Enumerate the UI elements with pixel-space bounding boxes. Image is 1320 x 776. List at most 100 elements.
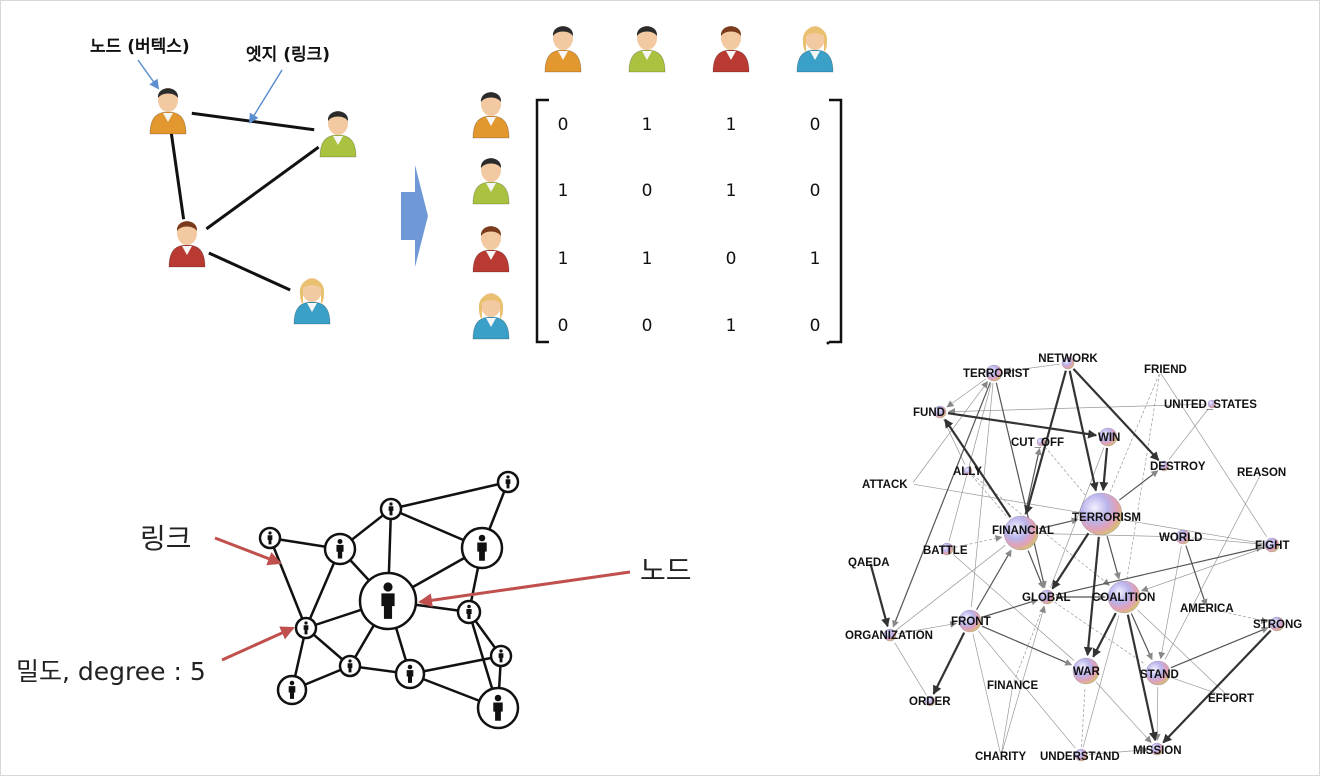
network-link: [409, 654, 502, 676]
word-label: DESTROY: [1150, 461, 1206, 473]
word-node: [1072, 657, 1100, 685]
word-label: ATTACK: [862, 479, 908, 491]
matrix-cell: 0: [558, 115, 569, 135]
word-edge: [972, 633, 1001, 754]
person-icon: [477, 534, 487, 561]
matrix-cell: 1: [558, 181, 569, 201]
word-node: [1269, 616, 1285, 632]
node-pointer-arrow: [137, 59, 160, 90]
word-label: EFFORT: [1208, 693, 1254, 705]
degree-label: 밀도, degree : 5: [16, 657, 206, 686]
word-edge: [1099, 447, 1109, 492]
matrix-cell: 1: [558, 249, 569, 269]
word-edge: [1001, 605, 1046, 755]
word-edge: [894, 642, 927, 696]
word-edge: [1109, 373, 1160, 492]
simple-graph-nodes: [149, 88, 357, 325]
word-node: [1150, 742, 1164, 756]
person-column-icon: [628, 26, 666, 73]
word-label: STRONG: [1253, 619, 1302, 631]
link-pointer-arrow: [214, 536, 282, 566]
word-edge: [1185, 545, 1208, 607]
person-row-icon: [472, 293, 510, 340]
word-edge: [943, 419, 966, 465]
person-icon: [347, 659, 353, 673]
word-label: FUND: [913, 407, 945, 419]
matrix-column-headers: [544, 26, 834, 73]
word-label: WAR: [1073, 666, 1101, 678]
matrix-right-bracket: [829, 98, 843, 344]
word-label: BATTLE: [923, 545, 968, 557]
word-edge: [1013, 606, 1044, 683]
word-node: [985, 364, 1003, 382]
link-label: 링크: [140, 522, 192, 555]
person-column-icon: [544, 26, 582, 73]
word-edge: [1160, 373, 1267, 537]
matrix-left-bracket: [535, 98, 549, 344]
network-node: [294, 616, 318, 640]
word-label: ORDER: [909, 696, 951, 708]
word-label: STAND: [1140, 669, 1179, 681]
word-edge: [1168, 408, 1209, 460]
word-edge: [948, 383, 992, 542]
word-edge: [971, 475, 1009, 519]
word-edge: [954, 535, 1003, 548]
word-node: [1003, 515, 1039, 551]
word-edge: [1054, 601, 1146, 665]
matrix-cell: 0: [810, 115, 821, 135]
word-node: [1098, 427, 1118, 447]
word-edge: [1039, 517, 1079, 530]
word-edge: [981, 625, 1073, 666]
matrix-cell: 1: [726, 115, 737, 135]
person-icon: [381, 582, 395, 619]
word-node: [1158, 460, 1170, 472]
person-node-icon: [168, 221, 206, 268]
matrix-row-headers: [472, 92, 510, 340]
word-node: [1175, 529, 1191, 545]
edge-pointer-arrow: [248, 69, 283, 124]
person-node-icon: [319, 111, 357, 158]
word-edge: [1137, 609, 1229, 697]
word-edge: [1191, 537, 1263, 545]
word-node: [1079, 492, 1123, 536]
word-network: NETWORKFRIENDTERRORISTUNITED_STATESFUNDW…: [845, 353, 1302, 763]
word-node: [1039, 589, 1055, 605]
word-edge: [1051, 532, 1090, 590]
word-edge: [1158, 545, 1182, 660]
word-label: FRIEND: [1144, 364, 1187, 376]
word-node: [924, 695, 936, 707]
network-node: [394, 658, 426, 690]
word-node: [1061, 356, 1075, 370]
node-vertex-label: 노드 (버텍스): [90, 37, 190, 57]
network-node: [496, 470, 520, 494]
person-row-icon: [472, 92, 510, 139]
word-node: [1207, 399, 1217, 409]
word-label: ALLY: [953, 466, 982, 478]
word-label: WIN: [1098, 432, 1120, 444]
word-edge: [1153, 686, 1161, 742]
person-row-icon: [472, 158, 510, 205]
word-network-nodes: [883, 356, 1285, 762]
word-edge: [1039, 533, 1174, 538]
word-edge: [897, 621, 958, 634]
word-edge: [978, 630, 1076, 749]
word-edge: [1106, 536, 1121, 580]
word-edge: [1092, 612, 1117, 658]
person-icon: [498, 649, 504, 663]
word-label: UNDERSTAND: [1040, 751, 1120, 763]
network-node: [338, 654, 362, 678]
matrix-cell: 0: [810, 181, 821, 201]
word-label: AMERICA: [1180, 603, 1234, 615]
word-node: [1107, 580, 1141, 614]
degree-pointer-arrow: [221, 626, 295, 662]
word-edge: [869, 563, 890, 628]
word-edge: [1044, 446, 1086, 496]
word-edge: [1170, 626, 1269, 669]
word-edge: [1083, 536, 1100, 657]
word-edge: [892, 382, 991, 628]
word-edge: [1126, 374, 1160, 580]
word-edge: [1140, 547, 1264, 593]
node-pointer-arrow-red: [418, 570, 631, 608]
person-icon: [267, 531, 273, 545]
word-label: MISSION: [1133, 745, 1182, 757]
